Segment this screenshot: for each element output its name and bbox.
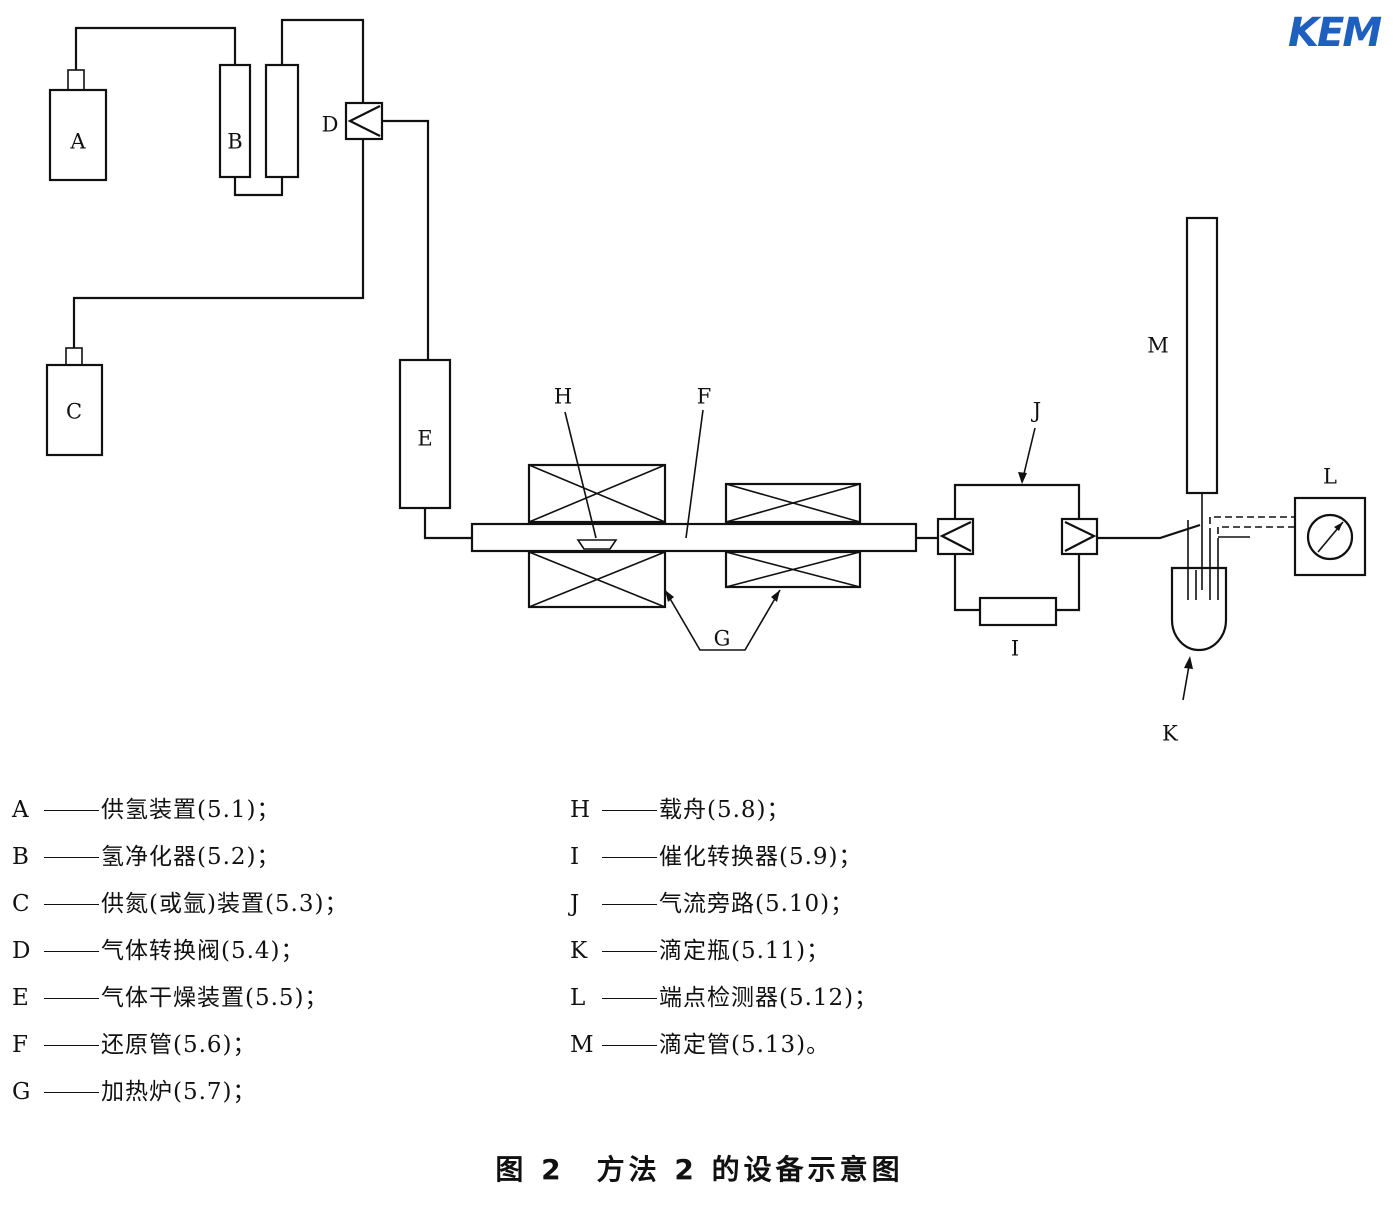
heating-furnace <box>527 463 862 609</box>
legend-key: K <box>570 938 589 964</box>
arrowhead-k <box>1184 656 1193 669</box>
legend-item: H 载舟(5.8)； <box>570 790 878 837</box>
leader-f <box>685 409 704 539</box>
legend-key: J <box>570 891 581 917</box>
sample-boat <box>576 539 618 550</box>
legend-dash <box>44 951 99 952</box>
legend-key: H <box>570 797 592 823</box>
legend-item: J 气流旁路(5.10)； <box>570 884 878 931</box>
figure-caption: 图 2 方法 2 的设备示意图 <box>495 1153 904 1186</box>
pipe-d-c <box>72 139 365 348</box>
label-M: M <box>1147 334 1169 358</box>
label-E: E <box>417 427 432 451</box>
pipe-b-d <box>280 18 365 103</box>
legend-key: G <box>12 1079 32 1105</box>
pipe-j-k <box>1097 523 1201 540</box>
label-G: G <box>714 627 731 651</box>
legend-key: A <box>12 797 30 823</box>
legend-text: 载舟(5.8)； <box>659 797 791 823</box>
leader-g <box>664 589 781 651</box>
legend-item: A 供氢装置(5.1)； <box>12 790 348 837</box>
label-D: D <box>322 113 339 137</box>
legend-dash <box>602 998 657 999</box>
legend-dash <box>602 904 657 905</box>
detector-lead-1 <box>1209 516 1295 535</box>
legend-key: F <box>12 1032 29 1058</box>
apparatus-diagram: A B D C E <box>45 18 1367 746</box>
arrowhead-g-left <box>665 590 674 602</box>
legend-key: E <box>12 985 30 1011</box>
legend-text: 供氮(或氩)装置(5.3)； <box>101 891 349 917</box>
legend-item: D 气体转换阀(5.4)； <box>12 931 348 978</box>
legend-dash <box>602 1045 657 1046</box>
label-B: B <box>227 130 242 154</box>
legend-text: 端点检测器(5.12)； <box>659 985 879 1011</box>
legend-item: L 端点检测器(5.12)； <box>570 978 878 1025</box>
legend-text: 催化转换器(5.9)； <box>659 844 863 870</box>
legend-dash <box>44 998 99 999</box>
legend-right: H 载舟(5.8)； I 催化转换器(5.9)； J 气流旁路(5.10)； K 滴定瓶… <box>570 790 878 1072</box>
legend-dash <box>602 810 657 811</box>
endpoint-detector <box>1293 496 1367 577</box>
label-J: J <box>1031 399 1041 423</box>
hydrogen-supply-bottle <box>48 69 108 182</box>
pipe-d-e <box>382 119 430 360</box>
legend-item: E 气体干燥装置(5.5)； <box>12 978 348 1025</box>
gas-switch-valve <box>344 101 384 141</box>
legend-key: D <box>12 938 32 964</box>
arrowhead-g-right <box>771 590 780 602</box>
legend-dash <box>44 857 99 858</box>
legend-text: 气体干燥装置(5.5)； <box>101 985 329 1011</box>
label-H: H <box>554 385 572 409</box>
reduction-tube <box>470 522 918 553</box>
legend-dash <box>44 904 99 905</box>
legend-key: I <box>570 844 581 870</box>
legend-item: G 加热炉(5.7)； <box>12 1072 348 1119</box>
legend-dash <box>44 1045 99 1046</box>
catalytic-converter <box>978 596 1058 627</box>
burette <box>1185 216 1219 495</box>
legend-dash <box>602 857 657 858</box>
legend-item: M 滴定管(5.13)。 <box>570 1025 878 1072</box>
legend-dash <box>602 951 657 952</box>
legend-key: C <box>12 891 31 917</box>
legend-dash <box>44 810 99 811</box>
detector-lead-2 <box>1217 526 1295 545</box>
label-F: F <box>697 385 712 409</box>
legend-item: K 滴定瓶(5.11)； <box>570 931 878 978</box>
label-L: L <box>1323 465 1337 489</box>
legend-item: F 还原管(5.6)； <box>12 1025 348 1072</box>
legend-text: 加热炉(5.7)； <box>101 1079 257 1105</box>
label-I: I <box>1011 637 1019 661</box>
titration-flask <box>1170 566 1228 652</box>
legend-text: 滴定瓶(5.11)； <box>659 938 831 964</box>
leader-h <box>564 411 597 539</box>
legend-text: 还原管(5.6)； <box>101 1032 257 1058</box>
legend-text: 氢净化器(5.2)； <box>101 844 281 870</box>
gas-bypass <box>936 483 1099 612</box>
legend-item: I 催化转换器(5.9)； <box>570 837 878 884</box>
label-A: A <box>69 130 86 154</box>
kem-logo: KEM <box>1288 10 1382 56</box>
legend-dash <box>44 1092 99 1093</box>
legend-text: 气流旁路(5.10)； <box>659 891 855 917</box>
nitrogen-supply-bottle <box>45 347 104 457</box>
legend-item: C 供氮(或氩)装置(5.3)； <box>12 884 348 931</box>
label-K: K <box>1162 722 1178 746</box>
pipe-a-b <box>74 26 237 70</box>
arrowhead-j <box>1018 472 1027 484</box>
legend-text: 气体转换阀(5.4)； <box>101 938 305 964</box>
legend-item: B 氢净化器(5.2)； <box>12 837 348 884</box>
legend-text: 滴定管(5.13)。 <box>659 1032 831 1058</box>
pipe-e-f <box>423 508 472 540</box>
legend-key: L <box>570 985 587 1011</box>
legend-text: 供氢装置(5.1)； <box>101 797 281 823</box>
legend-key: B <box>12 844 30 870</box>
legend-key: M <box>570 1032 595 1058</box>
label-C: C <box>66 400 82 424</box>
